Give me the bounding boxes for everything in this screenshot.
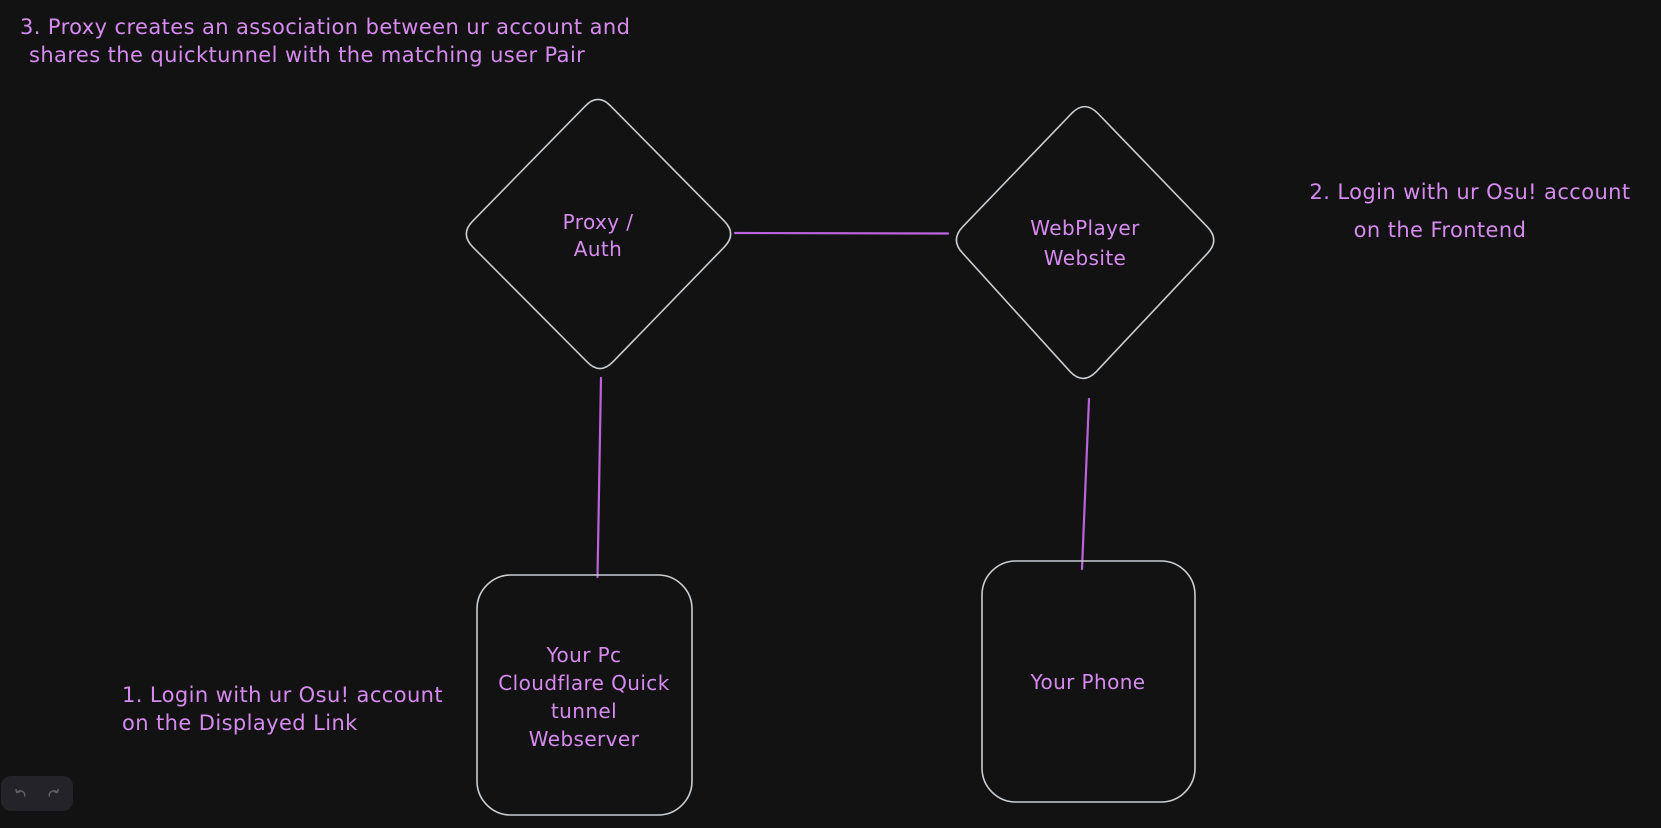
annotation-step-3[interactable]: 3. Proxy creates an association between … bbox=[20, 13, 630, 69]
redo-icon bbox=[48, 788, 59, 797]
label-your-pc[interactable]: Your Pc Cloudflare Quick tunnel Webserve… bbox=[484, 641, 684, 753]
annotation-step-1[interactable]: 1. Login with ur Osu! account on the Dis… bbox=[122, 681, 443, 737]
connector-proxy-webplayer[interactable] bbox=[733, 231, 950, 235]
redo-button[interactable] bbox=[40, 781, 66, 807]
label-your-phone[interactable]: Your Phone bbox=[988, 668, 1188, 696]
connector-webplayer-yourphone[interactable] bbox=[1080, 397, 1091, 571]
diamond-webplayer-website[interactable] bbox=[955, 105, 1215, 380]
label-line: Webserver bbox=[528, 727, 640, 751]
connector-proxy-yourpc[interactable] bbox=[596, 376, 603, 579]
annotation-line: 2. Login with ur Osu! account bbox=[1309, 180, 1631, 204]
label-line: tunnel bbox=[550, 699, 618, 723]
diamond-proxy-auth[interactable] bbox=[465, 98, 732, 370]
label-line: Proxy / bbox=[562, 210, 634, 234]
undo-redo-toolbar bbox=[1, 776, 73, 811]
rect-your-phone[interactable] bbox=[981, 560, 1196, 803]
rect-your-pc[interactable] bbox=[476, 574, 693, 816]
annotation-line: 1. Login with ur Osu! account bbox=[122, 683, 444, 707]
undo-icon bbox=[15, 788, 26, 797]
label-line: Auth bbox=[573, 237, 623, 261]
label-line: Your Pc bbox=[546, 643, 622, 667]
annotation-line: on the Frontend bbox=[1353, 218, 1527, 242]
annotation-line: on the Displayed Link bbox=[122, 711, 358, 735]
annotation-step-2[interactable]: 2. Login with ur Osu! account on the Fro… bbox=[1307, 173, 1633, 249]
label-webplayer-website[interactable]: WebPlayer Website bbox=[985, 213, 1185, 273]
label-proxy-auth[interactable]: Proxy / Auth bbox=[498, 209, 698, 263]
undo-button[interactable] bbox=[8, 781, 34, 807]
label-line: Website bbox=[1043, 246, 1127, 270]
annotation-line: shares the quicktunnel with the matching… bbox=[29, 43, 586, 67]
label-line: Cloudflare Quick bbox=[498, 671, 670, 695]
annotation-line: 3. Proxy creates an association between … bbox=[20, 15, 631, 39]
label-line: Your Phone bbox=[1030, 670, 1146, 694]
label-line: WebPlayer bbox=[1030, 216, 1140, 240]
